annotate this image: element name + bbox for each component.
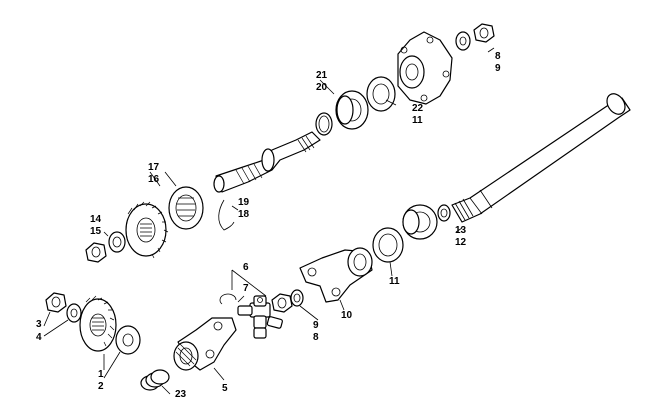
- washer-9: [290, 289, 304, 307]
- bearing-11-lower: [372, 227, 404, 263]
- bearing-16: [168, 186, 204, 230]
- callout-1: 1: [98, 369, 104, 380]
- callout-9-upper: 9: [495, 63, 501, 74]
- gear-1: [79, 295, 117, 352]
- rings-23: [140, 369, 170, 391]
- rear-drive-shaft: [451, 93, 631, 223]
- callout-14: 14: [90, 214, 102, 225]
- callout-labels: 1 2 3 4 5 6 7 8 9 8 9 10 11 11 12 13 14 …: [36, 51, 501, 400]
- washer-4: [66, 303, 82, 323]
- nut-8: [271, 293, 293, 313]
- washer-9-upper: [455, 31, 471, 51]
- callout-16: 16: [148, 174, 160, 185]
- bearing-12: [402, 204, 438, 240]
- snap-ring-7: [219, 293, 237, 305]
- washer-15: [108, 231, 126, 253]
- output-shaft: [213, 131, 321, 193]
- callout-11-upper: 11: [412, 115, 423, 126]
- callout-2: 2: [98, 381, 104, 392]
- callout-7: 7: [243, 283, 249, 294]
- bevel-gear: [125, 201, 169, 259]
- washer-2: [115, 325, 141, 355]
- callout-17: 17: [148, 162, 160, 173]
- bearing-11-upper: [366, 76, 396, 112]
- nut-14: [85, 242, 107, 263]
- callout-4: 4: [36, 332, 42, 343]
- callout-19: 19: [238, 197, 250, 208]
- callout-18: 18: [238, 209, 250, 220]
- nut-3: [45, 292, 67, 313]
- callout-3: 3: [36, 319, 42, 330]
- callout-9-lower: 9: [313, 320, 319, 331]
- snap-ring-18: [218, 199, 235, 231]
- callout-6: 6: [243, 262, 249, 273]
- nut-8-upper: [473, 23, 495, 43]
- callout-10: 10: [341, 310, 353, 321]
- yoke-10: [299, 247, 373, 303]
- o-ring-20: [315, 112, 333, 136]
- callout-22: 22: [412, 103, 424, 114]
- callout-12: 12: [455, 237, 467, 248]
- leader-lines: [43, 47, 495, 395]
- callout-21: 21: [316, 70, 328, 81]
- washer-13: [437, 204, 451, 222]
- callout-8-upper: 8: [495, 51, 501, 62]
- callout-15: 15: [90, 226, 102, 237]
- hub-flange-22: [397, 31, 453, 105]
- callout-23: 23: [175, 389, 187, 400]
- callout-11-lower: 11: [389, 276, 400, 287]
- callout-20: 20: [316, 82, 328, 93]
- callout-8-lower: 8: [313, 332, 319, 343]
- bearing-21: [335, 90, 369, 130]
- universal-joint-cross: [237, 295, 283, 339]
- callout-13: 13: [455, 225, 467, 236]
- yoke-5: [173, 317, 237, 371]
- callout-5: 5: [222, 383, 228, 394]
